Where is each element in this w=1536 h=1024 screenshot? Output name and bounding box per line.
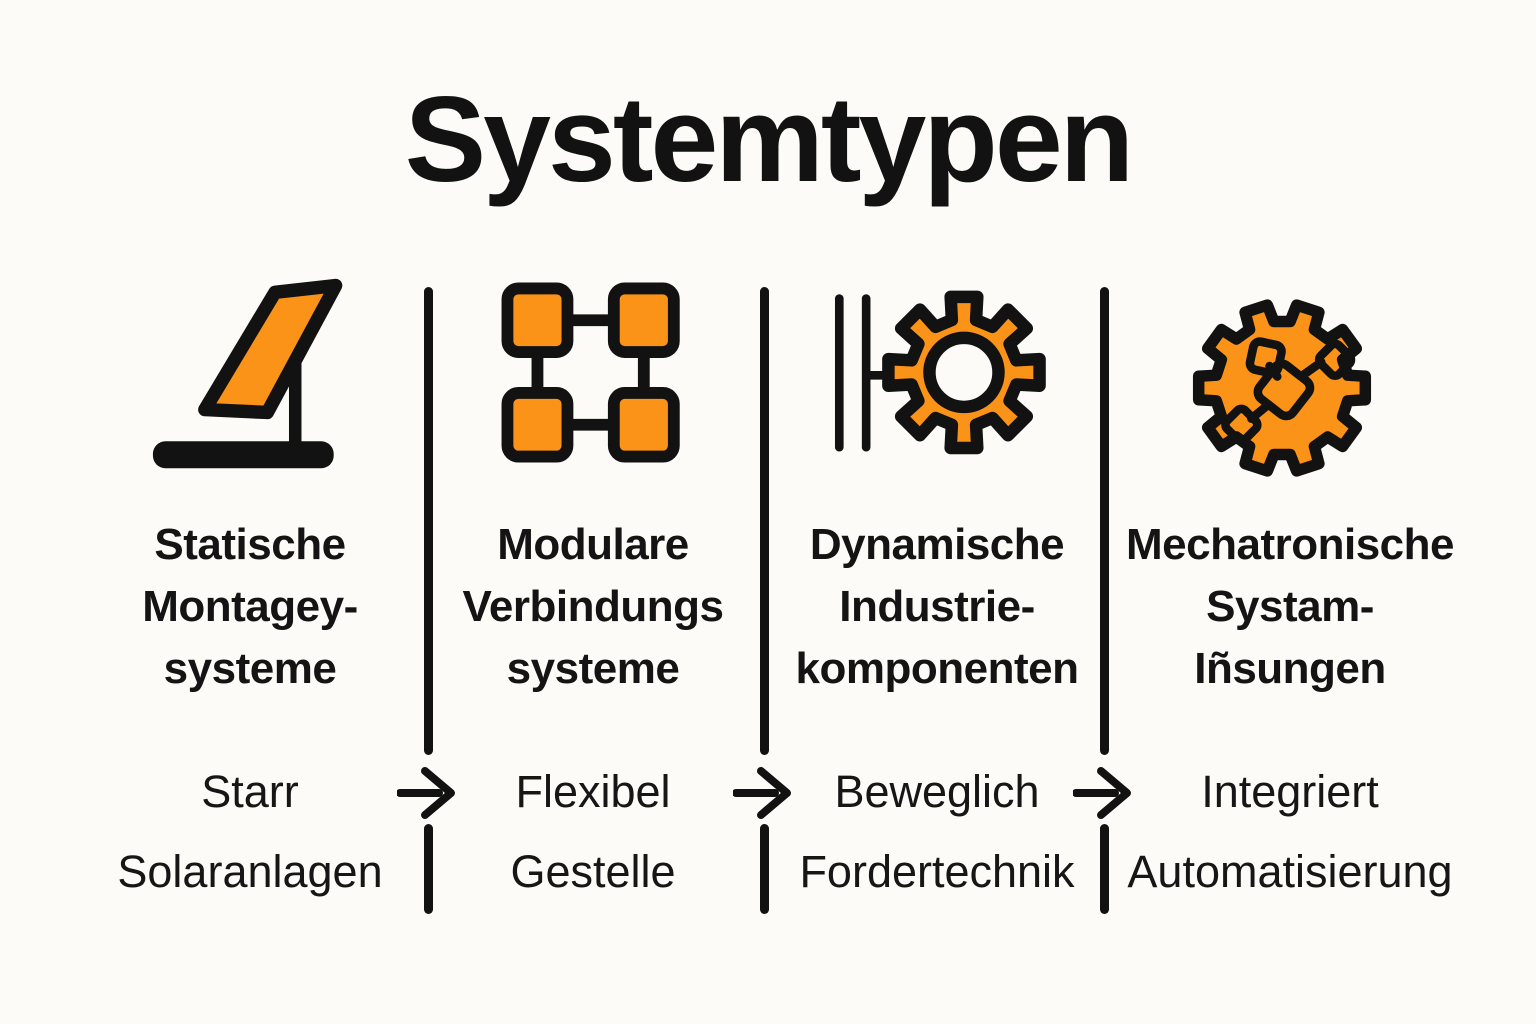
arrow-right-icon <box>397 767 455 819</box>
property-label: Beweglich <box>834 766 1040 817</box>
example-label: Solaranlagen <box>117 846 383 897</box>
column-heading: Dynamische Industrie- komponenten <box>752 514 1122 700</box>
heading-line: Statische <box>154 520 346 569</box>
column-heading: Mechatronische Systam- Iñsungen <box>1105 514 1475 700</box>
modular-blocks-icon <box>501 282 680 463</box>
example-label: Automatisierung <box>1127 846 1453 897</box>
gear-rails-icon <box>834 290 1046 455</box>
divider-line <box>760 824 769 914</box>
arrow-right-icon <box>1073 767 1131 819</box>
heading-line: Dynamische <box>809 520 1065 569</box>
column-heading: Statische Montagey- systeme <box>65 514 435 700</box>
property-label: Integriert <box>1201 766 1379 817</box>
example-label: Fordertechnik <box>799 846 1075 897</box>
divider-line <box>424 824 433 914</box>
example-label: Gestelle <box>510 846 676 897</box>
heading-line: Verbindungs <box>462 582 724 631</box>
divider-line <box>1100 287 1109 755</box>
heading-line: Montagey- <box>142 582 358 631</box>
property-label: Starr <box>201 766 299 817</box>
mechatronic-gear-icon <box>1192 299 1372 477</box>
heading-line: systeme <box>163 644 337 693</box>
divider-line <box>760 287 769 755</box>
heading-line: Mechatronische <box>1126 520 1454 569</box>
heading-line: komponenten <box>795 644 1079 693</box>
heading-line: Modulare <box>497 520 689 569</box>
heading-line: Industrie- <box>839 582 1035 631</box>
divider-line <box>1100 824 1109 914</box>
heading-line: Systam- <box>1206 582 1374 631</box>
page-title: Systemtypen <box>404 71 1134 207</box>
heading-line: Iñsungen <box>1194 644 1386 693</box>
property-label: Flexibel <box>515 766 671 817</box>
column-heading: Modulare Verbindungs systeme <box>408 514 778 700</box>
arrow-right-icon <box>733 767 791 819</box>
divider-line <box>424 287 433 755</box>
solar-panel-icon <box>152 278 343 469</box>
heading-line: systeme <box>506 644 680 693</box>
